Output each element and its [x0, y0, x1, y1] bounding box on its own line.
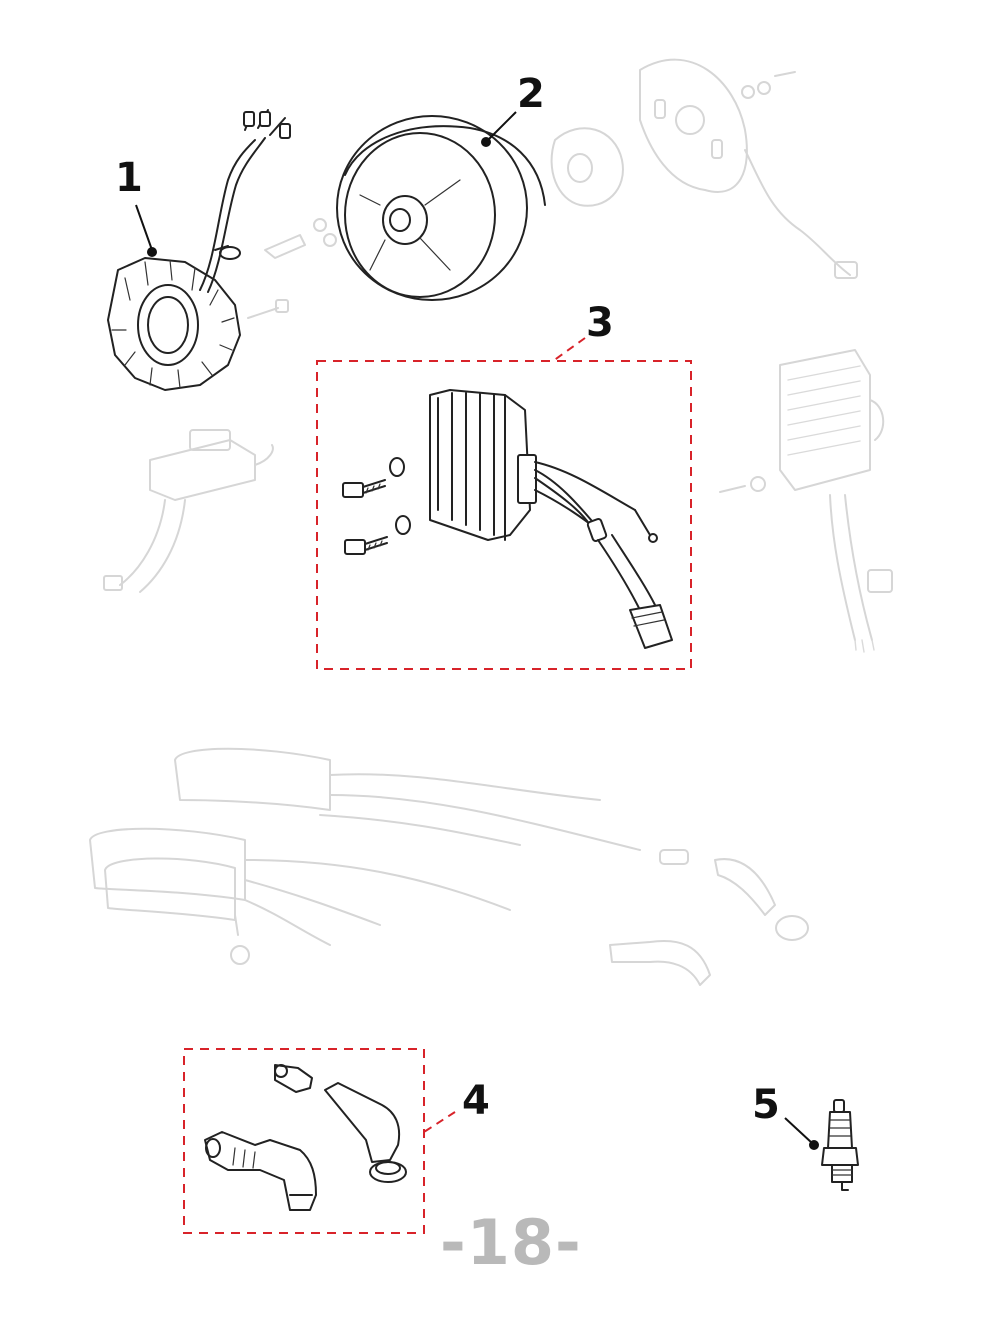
callout-1: 1	[115, 155, 143, 201]
ghost-ignition-plate	[639, 58, 858, 279]
part-spark-plug-caps[interactable]	[204, 1064, 407, 1211]
leader-3	[552, 337, 586, 362]
ghost-pickup-coil	[103, 429, 274, 593]
callout-3: 3	[586, 300, 614, 346]
ghost-ignition-coils	[89, 747, 809, 986]
callout-2: 2	[517, 71, 545, 117]
leader-4	[423, 1111, 456, 1133]
callout-4: 4	[462, 1078, 490, 1124]
part-flywheel[interactable]	[336, 115, 546, 301]
page-number: -18-	[440, 1206, 582, 1279]
part-spark-plug[interactable]	[821, 1099, 859, 1191]
leader-1	[135, 204, 157, 257]
leader-2	[481, 111, 517, 147]
ghost-rotor-hub	[550, 127, 624, 207]
leader-5	[784, 1117, 819, 1150]
callout-5: 5	[752, 1082, 780, 1128]
ghost-cdi-unit	[719, 349, 893, 653]
highlight-box-part-4	[183, 1048, 425, 1234]
ghost-bracket	[247, 218, 337, 319]
part-regulator-rectifier[interactable]	[342, 389, 673, 649]
part-stator[interactable]	[107, 109, 291, 391]
highlight-box-part-3	[316, 360, 692, 670]
